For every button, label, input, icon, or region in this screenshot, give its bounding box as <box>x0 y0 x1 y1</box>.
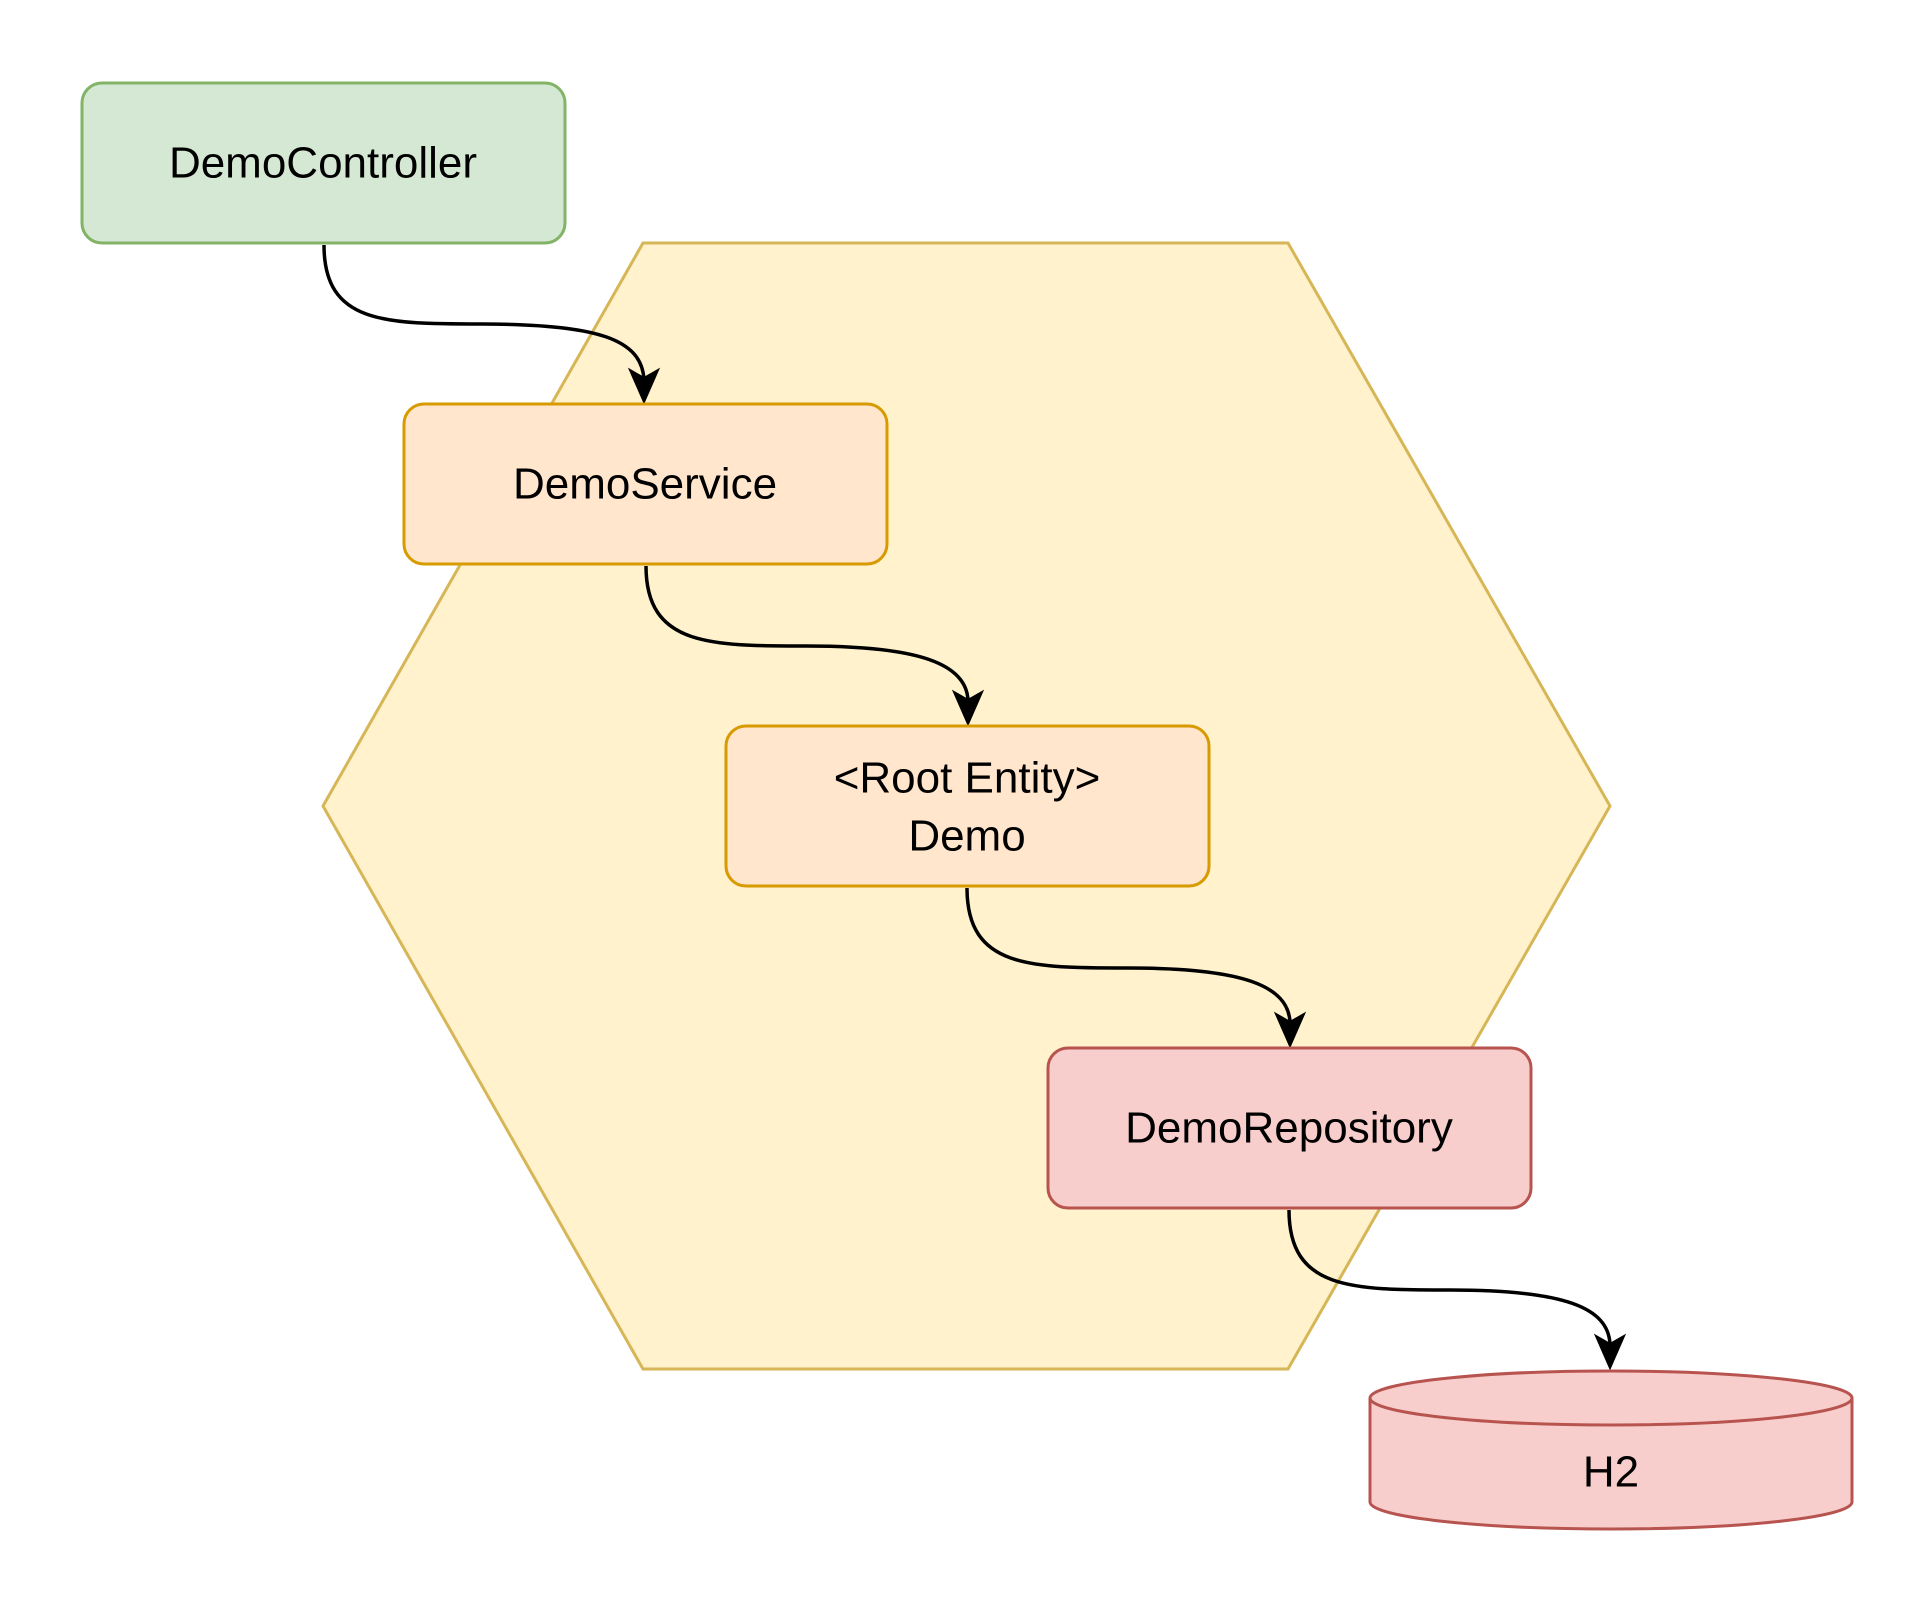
node-root-entity-demo[interactable]: <Root Entity> Demo <box>724 724 1211 888</box>
edge-service-to-entity-arrowhead <box>951 689 985 727</box>
edge-service-to-entity[interactable] <box>644 565 970 701</box>
node-demo-service[interactable]: DemoService <box>402 402 889 566</box>
node-demo-service-label: DemoService <box>513 460 777 509</box>
edge-repository-to-database-arrowhead <box>1593 1333 1627 1371</box>
node-h2-database-label: H2 <box>1583 1448 1639 1497</box>
node-root-entity-demo-box <box>724 724 1211 888</box>
node-demo-repository-label: DemoRepository <box>1125 1104 1453 1153</box>
node-root-entity-name-label: Demo <box>908 812 1025 861</box>
node-root-entity-stereotype-label: <Root Entity> <box>834 754 1101 803</box>
edge-controller-to-service[interactable] <box>322 244 646 381</box>
node-demo-repository-box <box>1046 1046 1533 1210</box>
node-demo-controller[interactable]: DemoController <box>80 81 567 245</box>
node-demo-repository[interactable]: DemoRepository <box>1046 1046 1533 1210</box>
node-demo-controller-box <box>80 81 567 245</box>
database-cylinder-body <box>1368 1398 1854 1531</box>
edge-entity-to-repository-arrowhead <box>1273 1011 1307 1049</box>
node-h2-database[interactable]: H2 <box>1368 1369 1854 1531</box>
node-demo-controller-label: DemoController <box>169 139 477 188</box>
edge-entity-to-repository[interactable] <box>965 887 1292 1023</box>
edge-repository-to-database[interactable] <box>1287 1209 1612 1345</box>
database-cylinder-top <box>1368 1369 1854 1427</box>
node-demo-service-box <box>402 402 889 566</box>
edge-controller-to-service-arrowhead <box>627 367 661 405</box>
